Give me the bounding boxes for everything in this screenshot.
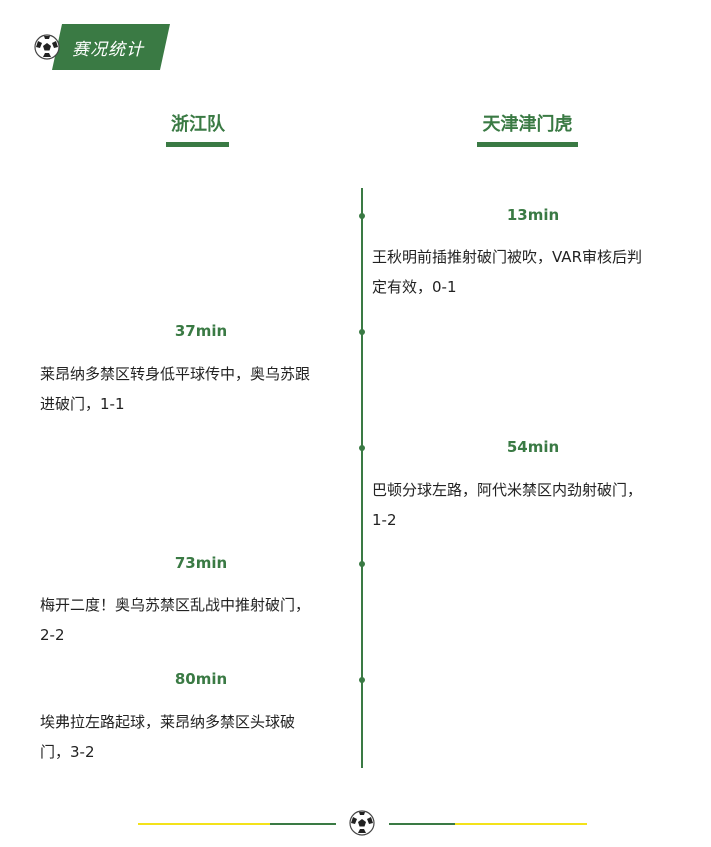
- section-title: 赛况统计: [72, 40, 144, 60]
- event-description: 梅开二度！奥乌苏禁区乱战中推射破门， 2-2: [40, 590, 360, 650]
- event-text-line: 进破门，1-1: [40, 395, 125, 413]
- event-text-line: 梅开二度！奥乌苏禁区乱战中推射破门，: [40, 596, 311, 614]
- event-text-line: 王秋明前插推射破门被吹，VAR审核后判: [372, 248, 642, 266]
- soccer-ball-icon: [34, 34, 60, 60]
- event-text-line: 门，3-2: [40, 743, 95, 761]
- event-minute: 73min: [174, 554, 228, 572]
- event-description: 莱昂纳多禁区转身低平球传中，奥乌苏跟 进破门，1-1: [40, 359, 360, 419]
- timeline-dot: [359, 213, 365, 219]
- timeline-dot: [359, 677, 365, 683]
- footer-divider-right-yellow: [455, 823, 587, 825]
- event-description: 王秋明前插推射破门被吹，VAR审核后判 定有效，0-1: [372, 242, 692, 302]
- event-text-line: 埃弗拉左路起球，莱昂纳多禁区头球破: [40, 713, 296, 731]
- home-team-underline: [166, 142, 229, 147]
- event-text-line: 巴顿分球左路，阿代米禁区内劲射破门，: [372, 481, 643, 499]
- event-text-line: 1-2: [372, 511, 397, 529]
- event-text-line: 定有效，0-1: [372, 278, 457, 296]
- timeline-axis: [361, 188, 363, 768]
- timeline-dot: [359, 561, 365, 567]
- event-minute: 80min: [174, 670, 228, 688]
- away-team-underline: [477, 142, 578, 147]
- footer-divider-right-green: [389, 823, 455, 825]
- soccer-ball-icon: [349, 810, 375, 836]
- event-text-line: 莱昂纳多禁区转身低平球传中，奥乌苏跟: [40, 365, 311, 383]
- home-team-name: 浙江队: [171, 114, 225, 135]
- away-team-name: 天津津门虎: [482, 114, 573, 135]
- banner-background: [52, 24, 170, 70]
- section-header-banner: 赛况统计: [52, 24, 170, 70]
- event-description: 埃弗拉左路起球，莱昂纳多禁区头球破 门，3-2: [40, 707, 360, 767]
- footer-divider-left-yellow: [138, 823, 270, 825]
- timeline-dot: [359, 329, 365, 335]
- event-description: 巴顿分球左路，阿代米禁区内劲射破门， 1-2: [372, 475, 692, 535]
- timeline-dot: [359, 445, 365, 451]
- footer-divider-left-green: [270, 823, 336, 825]
- event-minute: 37min: [174, 322, 228, 340]
- event-minute: 13min: [506, 206, 560, 224]
- event-minute: 54min: [506, 438, 560, 456]
- event-text-line: 2-2: [40, 626, 65, 644]
